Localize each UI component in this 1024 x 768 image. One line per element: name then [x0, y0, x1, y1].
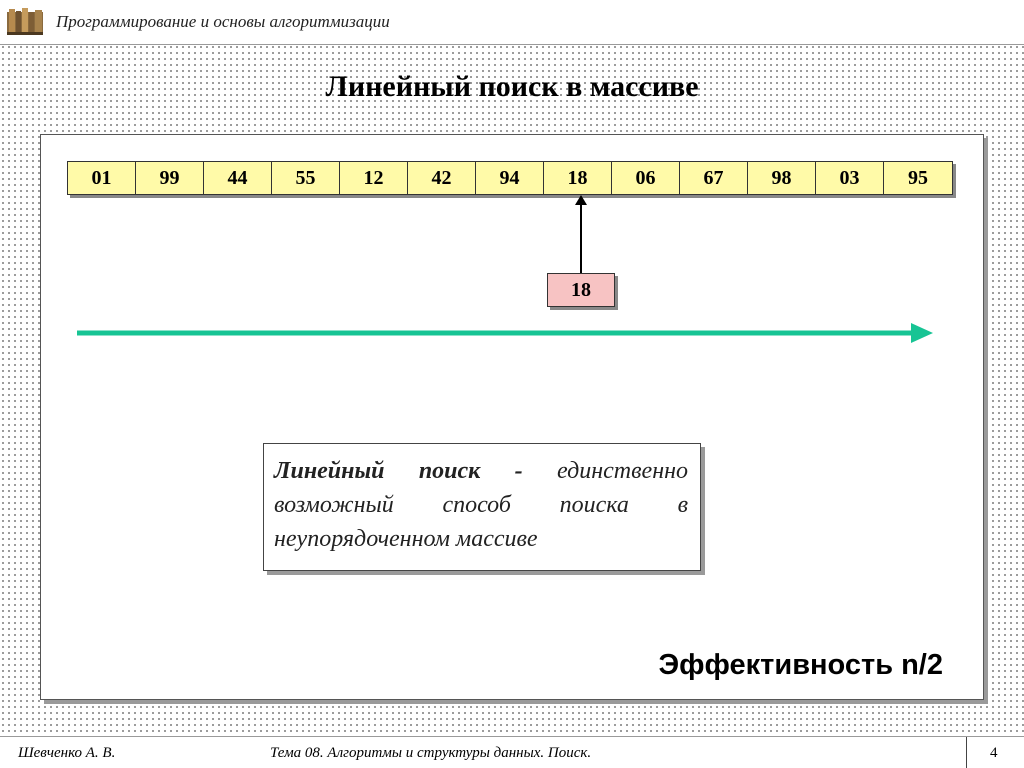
array-cell: 42 — [408, 162, 476, 194]
slide-footer: Шевченко А. В. Тема 08. Алгоритмы и стру… — [0, 736, 1024, 768]
topic: Тема 08. Алгоритмы и структуры данных. П… — [270, 745, 592, 761]
definition-term: Линейный поиск - — [274, 458, 523, 484]
slide-title: Линейный поиск в массиве — [325, 70, 699, 103]
array-cell: 67 — [680, 162, 748, 194]
array-cell: 55 — [272, 162, 340, 194]
pointer-line — [580, 201, 582, 273]
array-cell: 98 — [748, 162, 816, 194]
array-cell: 44 — [204, 162, 272, 194]
author: Шевченко А. В. — [18, 745, 116, 761]
array-cell: 12 — [340, 162, 408, 194]
page-number: 4 — [990, 745, 998, 761]
slide-header: Программирование и основы алгоритмизации — [0, 0, 1024, 45]
scan-direction-arrow-icon — [77, 323, 933, 343]
array-cell: 99 — [136, 162, 204, 194]
footer-divider — [966, 737, 967, 768]
definition-text: единственно возможный способ поиска в не… — [274, 458, 689, 552]
course-title: Программирование и основы алгоритмизации — [56, 12, 390, 31]
array-cell: 95 — [884, 162, 952, 194]
array-cell: 94 — [476, 162, 544, 194]
array-cell: 01 — [68, 162, 136, 194]
books-logo-icon — [7, 8, 43, 35]
definition-box: Линейный поиск - единственно возможный с… — [263, 443, 701, 571]
array-cell: 06 — [612, 162, 680, 194]
array-cell: 18 — [544, 162, 612, 194]
search-key-box: 18 — [547, 273, 615, 307]
array-cell: 03 — [816, 162, 884, 194]
pointer-arrowhead-icon — [575, 195, 587, 205]
efficiency-label: Эффективность n/2 — [658, 649, 943, 681]
